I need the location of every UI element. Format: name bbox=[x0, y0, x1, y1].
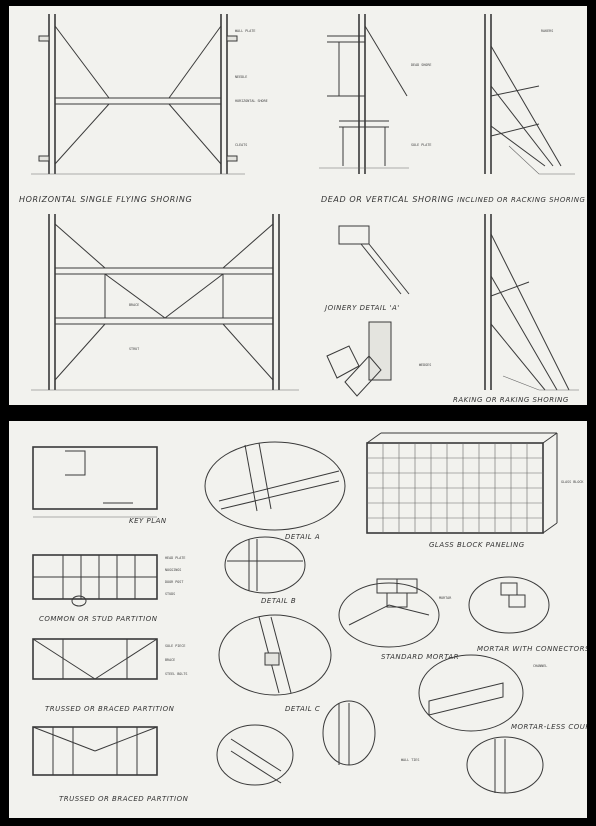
title-detail-b: DETAIL B bbox=[261, 597, 296, 605]
detail-a-figure bbox=[204, 441, 346, 531]
joinery-detail-figure bbox=[326, 225, 410, 397]
title-inclined-shoring: INCLINED OR RACKING SHORING bbox=[457, 196, 585, 204]
label-brace: BRACE bbox=[129, 303, 139, 307]
label-wall-plate: WALL PLATE bbox=[235, 29, 255, 33]
label-mortar: MORTAR bbox=[439, 596, 452, 600]
detail-c-figure bbox=[218, 614, 332, 696]
wall-tie-detail-figure bbox=[216, 700, 544, 794]
key-plan-figure bbox=[32, 446, 158, 518]
shoring-drawing-sheet: HORIZONTAL SINGLE FLYING SHORING WALL PL… bbox=[9, 6, 587, 405]
inclined-shoring-figure bbox=[484, 14, 575, 175]
label-studs: STUDS bbox=[165, 592, 175, 596]
label-wall-ties: WALL TIES bbox=[401, 758, 419, 762]
title-mortar-connectors: MORTAR WITH CONNECTORS bbox=[477, 645, 587, 653]
title-standard-mortar: STANDARD MORTAR bbox=[381, 653, 459, 661]
title-raking-shoring: RAKING OR RAKING SHORING bbox=[453, 396, 569, 404]
title-horizontal-shoring: HORIZONTAL SINGLE FLYING SHORING bbox=[19, 195, 192, 204]
partition-drawing-sheet: KEY PLAN DETAIL A GLASS BLOCK PANELING G… bbox=[9, 421, 587, 818]
label-steel-bolts: STEEL BOLTS bbox=[165, 672, 187, 676]
raking-shoring-figure bbox=[484, 214, 579, 391]
title-trussed-1: TRUSSED OR BRACED PARTITION bbox=[45, 705, 175, 713]
label-sole-plate: SOLE PLATE bbox=[411, 143, 431, 147]
label-dead-shore: DEAD SHORE bbox=[411, 63, 431, 67]
label-needle: NEEDLE bbox=[235, 75, 247, 79]
label-sole-piece: SOLE PIECE bbox=[165, 644, 185, 648]
dead-shoring-figure bbox=[319, 14, 409, 174]
title-key-plan: KEY PLAN bbox=[129, 517, 167, 525]
label-horizontal-shore: HORIZONTAL SHORE bbox=[235, 99, 268, 103]
title-mortarless: MORTAR-LESS COURSE bbox=[511, 723, 587, 731]
title-detail-c: DETAIL C bbox=[285, 705, 320, 713]
mortar-connectors-figure bbox=[468, 576, 550, 634]
label-head-plate: HEAD PLATE bbox=[165, 556, 185, 560]
trussed-partition-figure-1 bbox=[32, 638, 158, 680]
title-glass-block: GLASS BLOCK PANELING bbox=[429, 541, 525, 549]
label-door-post: DOOR POST bbox=[165, 580, 183, 584]
label-strut: STRUT bbox=[129, 347, 139, 351]
title-joinery-detail: JOINERY DETAIL 'A' bbox=[323, 304, 400, 312]
shoring-drawing: HORIZONTAL SINGLE FLYING SHORING WALL PL… bbox=[19, 14, 585, 404]
label-glass-block: GLASS BLOCK bbox=[561, 480, 584, 484]
label-wedges: WEDGES bbox=[419, 363, 431, 367]
trussed-partition-figure-2 bbox=[32, 726, 158, 776]
label-rakers: RAKERS bbox=[541, 29, 553, 33]
flying-shoring-figure-2 bbox=[31, 214, 299, 391]
title-detail-a: DETAIL A bbox=[285, 533, 320, 541]
detail-b-figure bbox=[224, 536, 306, 594]
label-channel: CHANNEL bbox=[533, 664, 547, 668]
mortarless-course-figure bbox=[418, 654, 524, 732]
horizontal-flying-shoring-figure bbox=[31, 14, 245, 175]
label-cleats: CLEATS bbox=[235, 143, 247, 147]
common-stud-partition-figure bbox=[32, 554, 158, 607]
title-common-stud: COMMON OR STUD PARTITION bbox=[39, 615, 158, 623]
title-trussed-2: TRUSSED OR BRACED PARTITION bbox=[59, 795, 189, 803]
standard-mortar-figure bbox=[338, 578, 440, 648]
label-noggins: NOGGINGS bbox=[165, 568, 181, 572]
glass-block-panel-figure bbox=[366, 432, 558, 534]
title-dead-shoring: DEAD OR VERTICAL SHORING bbox=[321, 195, 454, 204]
partition-drawing: KEY PLAN DETAIL A GLASS BLOCK PANELING G… bbox=[32, 432, 587, 803]
label-brace-bottom: BRACE bbox=[165, 658, 175, 662]
